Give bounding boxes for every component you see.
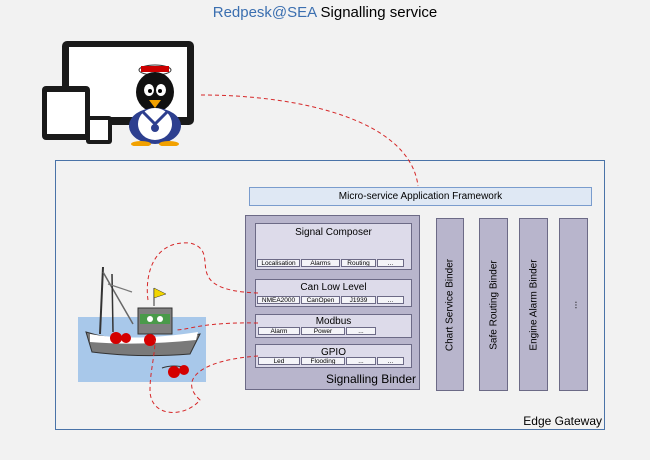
edge-gateway-box	[55, 160, 605, 430]
chip-alarms: Alarms	[301, 259, 340, 267]
chip-more: ...	[377, 259, 404, 267]
chip-alarm: Alarm	[258, 327, 300, 335]
chip-localisation: Localisation	[257, 259, 300, 267]
diagram-title: Redpesk@SEA Signalling service	[0, 4, 650, 21]
safe-routing-binder: Safe Routing Binder	[479, 218, 508, 391]
chip-more: ...	[346, 357, 376, 365]
brand-name: Redpesk@SEA	[212, 4, 317, 21]
edge-gateway-label: Edge Gateway	[523, 414, 602, 428]
chip-more: ...	[346, 327, 376, 335]
signalling-binder-label: Signalling Binder	[325, 372, 416, 386]
modbus-title: Modbus	[315, 316, 352, 327]
chip-more: ...	[377, 357, 404, 365]
chip-led: Led	[258, 357, 300, 365]
chip-flooding: Flooding	[301, 357, 345, 365]
chip-j1939: J1939	[341, 296, 376, 304]
chip-canopen: CanOpen	[301, 296, 340, 304]
engine-alarm-binder: Engine Alarm Binder	[519, 218, 548, 391]
chip-routing: Routing	[341, 259, 376, 267]
gpio-title: GPIO	[320, 347, 346, 358]
fishing-boat-icon	[78, 266, 206, 382]
chip-more: ...	[377, 296, 404, 304]
chip-power: Power	[301, 327, 345, 335]
tux-sailor-icon	[129, 64, 181, 146]
devices-icon	[42, 41, 194, 144]
more-binders: ...	[559, 218, 588, 391]
chart-service-binder: Chart Service Binder	[436, 218, 464, 391]
can-low-level-title: Can Low Level	[300, 282, 367, 293]
signal-composer-title: Signal Composer	[295, 227, 372, 238]
framework-bar: Micro-service Application Framework	[249, 187, 592, 206]
title-text: Signalling service	[316, 4, 438, 21]
chip-nmea2000: NMEA2000	[257, 296, 300, 304]
